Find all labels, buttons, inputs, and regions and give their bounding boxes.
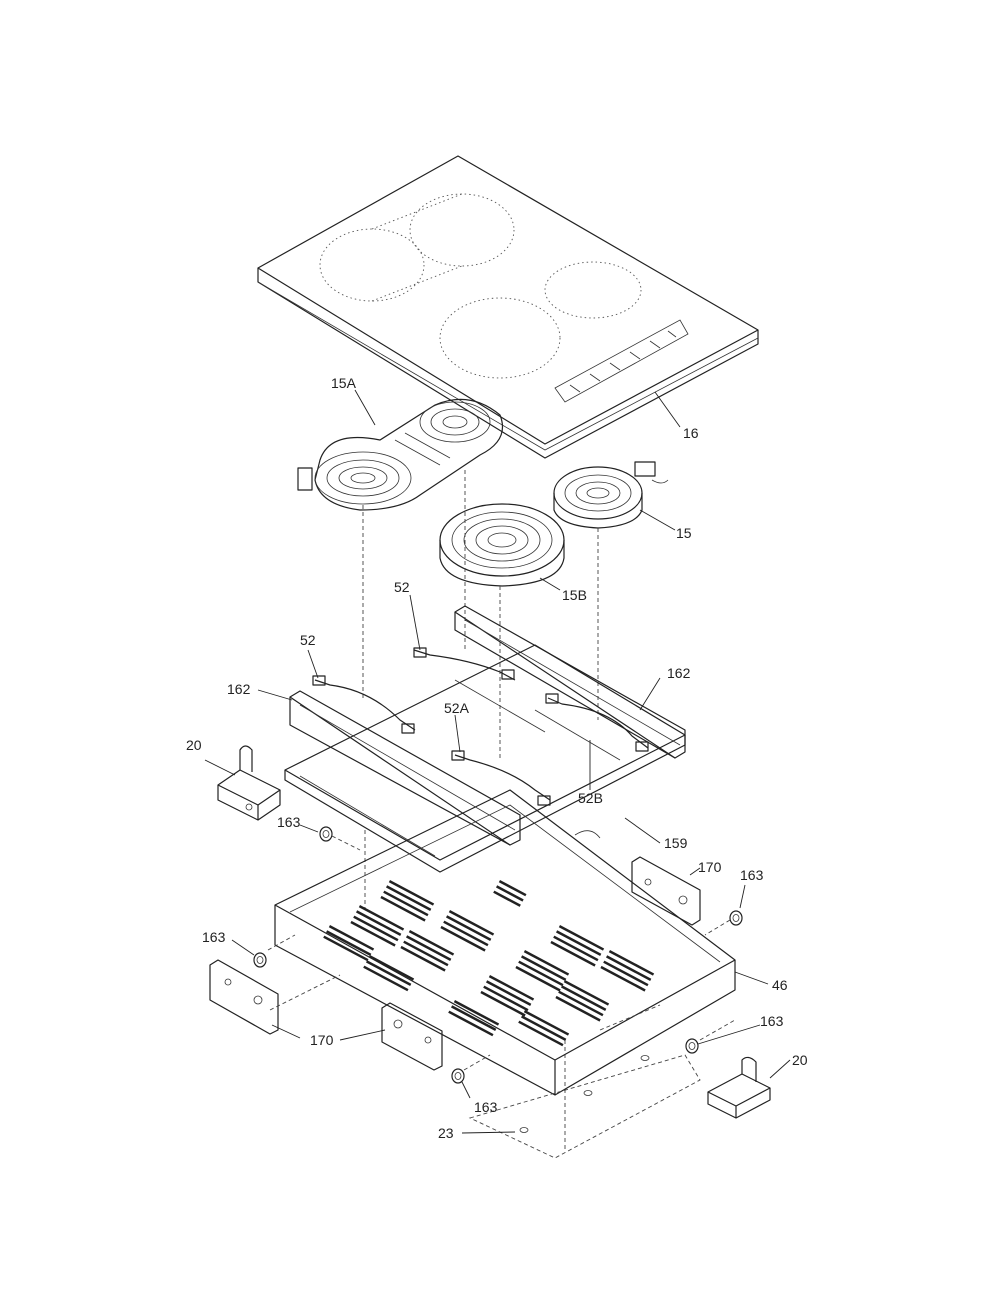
clip-part-52-top	[413, 647, 516, 681]
bracket-part-170-middle	[381, 1002, 443, 1071]
callout-52-top: 52	[394, 579, 410, 595]
burner-box-part-46	[274, 789, 736, 1096]
bracket-part-20-right	[707, 1056, 771, 1119]
callout-163-c: 163	[202, 929, 226, 945]
vent-slots	[323, 880, 655, 1047]
bracket-part-20-left	[217, 745, 281, 821]
callout-52B: 52B	[578, 790, 603, 806]
callout-46: 46	[772, 977, 788, 993]
bracket-part-162-left	[289, 690, 521, 846]
bridge-element-part-15A	[297, 398, 504, 511]
callout-163-a: 163	[277, 814, 301, 830]
support-frame-part-159	[284, 644, 686, 873]
callout-15: 15	[676, 525, 692, 541]
leader-lines	[204, 389, 791, 1134]
grommet-part-163-a	[319, 826, 333, 842]
grommet-part-163-b	[729, 910, 743, 926]
grommet-part-163-d	[685, 1038, 699, 1054]
callout-170-bottom: 170	[310, 1032, 334, 1048]
callout-159: 159	[664, 835, 688, 851]
callout-20-left: 20	[186, 737, 202, 753]
clip-part-52A	[451, 750, 551, 806]
callout-162-right: 162	[667, 665, 691, 681]
callout-23: 23	[438, 1125, 454, 1141]
callout-15A: 15A	[331, 375, 357, 391]
grommet-part-163-c	[253, 952, 267, 968]
clip-part-52B	[545, 693, 649, 752]
callout-162-left: 162	[227, 681, 251, 697]
callout-163-d: 163	[760, 1013, 784, 1029]
bracket-part-162-right	[454, 605, 686, 759]
clip-part-52-left	[312, 675, 416, 734]
bracket-part-170-left	[209, 959, 279, 1035]
callout-16: 16	[683, 425, 699, 441]
callout-163-b: 163	[740, 867, 764, 883]
large-element-part-15B	[439, 503, 565, 587]
callout-15B: 15B	[562, 587, 587, 603]
callout-52-left: 52	[300, 632, 316, 648]
callout-52A: 52A	[444, 700, 470, 716]
small-element-part-15	[553, 461, 669, 529]
callout-170-top: 170	[698, 859, 722, 875]
callout-20-right: 20	[792, 1052, 808, 1068]
bracket-part-170-top	[631, 856, 701, 926]
bottom-plate-part-23	[468, 1054, 701, 1159]
control-decals	[554, 319, 689, 403]
callout-labels: 16 15A 15 15B 52 52 162 162 52A 52B 20 1…	[186, 375, 808, 1141]
glass-cooktop-part-16	[257, 155, 759, 459]
callout-163-e: 163	[474, 1099, 498, 1115]
grommet-part-163-e	[451, 1068, 465, 1084]
assembly-lines	[267, 835, 736, 1071]
